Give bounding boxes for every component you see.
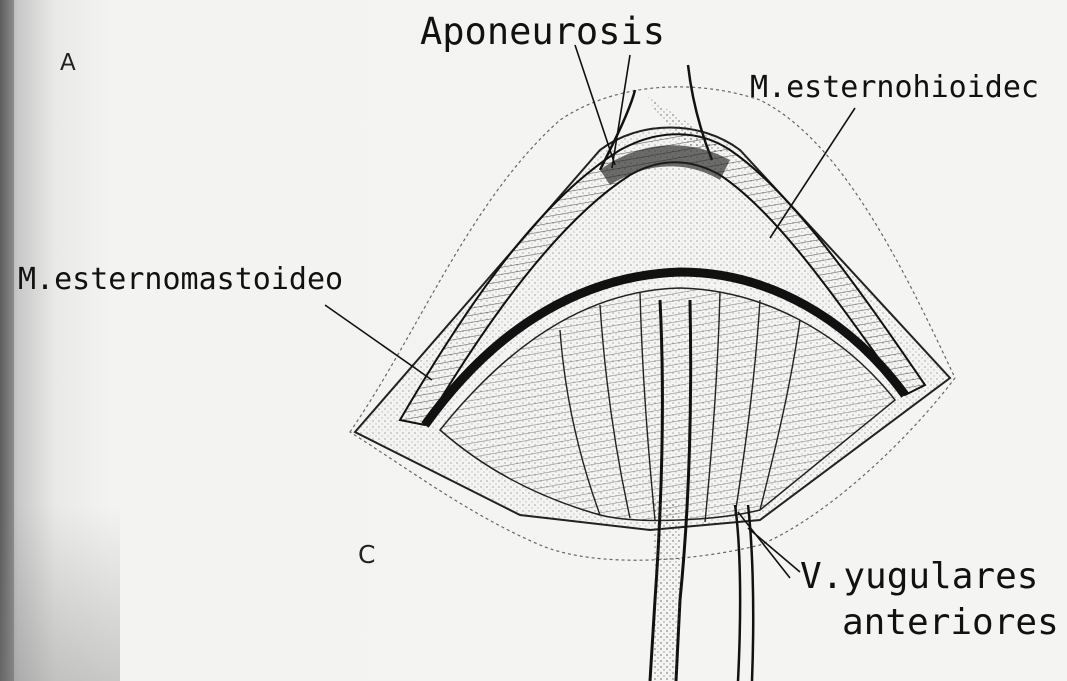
jugular-vein <box>735 505 740 681</box>
label-yugulares-line1: V.yugulares <box>800 556 1038 597</box>
label-yugulares-line2: anteriores <box>842 602 1059 643</box>
label-esternomastoideo: M.esternomastoideo <box>18 262 343 297</box>
label-esternohioideo: M.esternohioidec <box>750 70 1039 105</box>
label-aponeurosis: Aponeurosis <box>420 10 665 53</box>
corner-letter-c: C <box>358 540 375 569</box>
corner-letter-a: A <box>60 50 76 76</box>
